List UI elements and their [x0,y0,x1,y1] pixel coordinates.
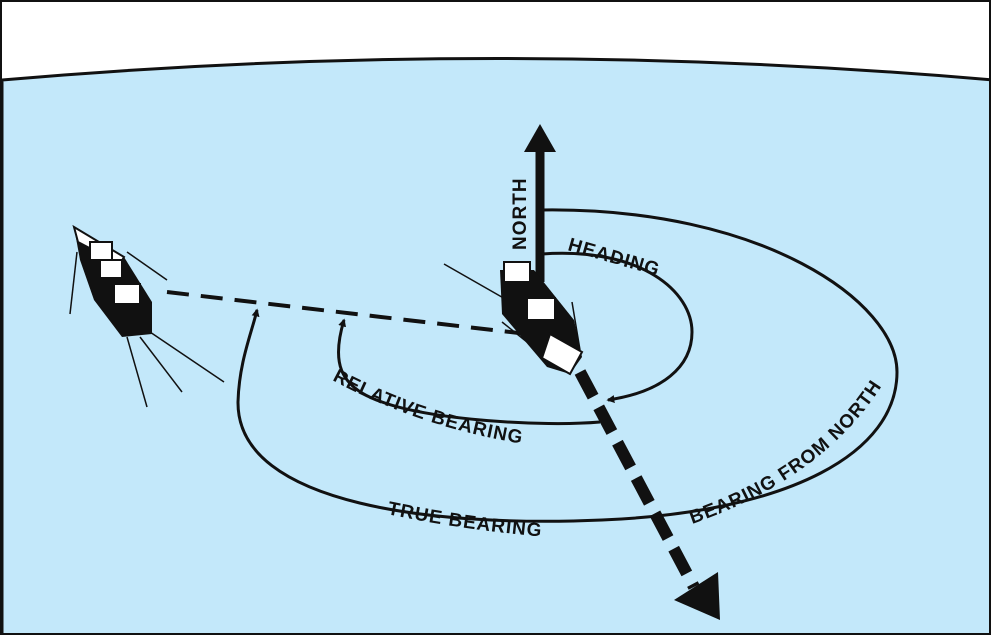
target-ship-icon [69,224,225,408]
north-arrow [524,124,556,282]
north-label: NORTH [510,177,531,250]
heading-arc [541,251,694,404]
line-of-sight [166,290,528,336]
own-ship-icon [443,261,584,376]
bearing-from-north-arc [236,208,899,523]
heading-line-arrow [574,369,720,620]
sea [2,57,989,633]
relative-bearing-arc [336,318,601,426]
